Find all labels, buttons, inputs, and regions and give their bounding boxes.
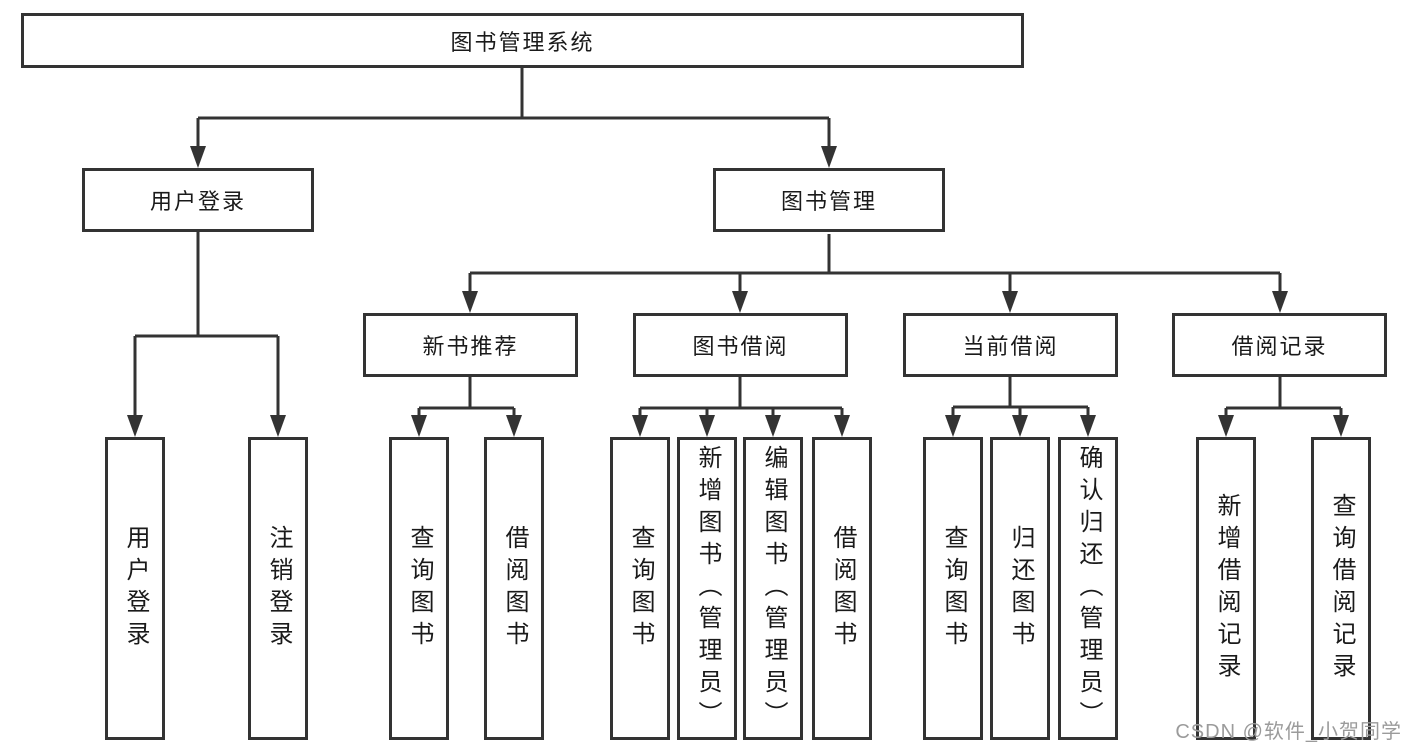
- node-book-borrow: 图书借阅: [633, 313, 848, 377]
- leaf-add-borrow-record: 新增借阅记录: [1196, 437, 1256, 740]
- leaf-borrow-books-recommend: 借阅图书: [484, 437, 544, 740]
- leaf-return-books: 归还图书: [990, 437, 1050, 740]
- leaf-borrow-books: 借阅图书: [812, 437, 872, 740]
- leaf-query-books-borrow: 查询图书: [610, 437, 670, 740]
- leaf-logout: 注销登录: [248, 437, 308, 740]
- node-current-borrow: 当前借阅: [903, 313, 1118, 377]
- csdn-watermark: CSDN @软件_小贺同学: [1175, 721, 1402, 743]
- leaf-confirm-return-admin: 确认归还（管理员）: [1058, 437, 1118, 740]
- leaf-query-books-recommend: 查询图书: [389, 437, 449, 740]
- leaf-query-books-current: 查询图书: [923, 437, 983, 740]
- node-user-login: 用户登录: [82, 168, 314, 232]
- leaf-user-login: 用户登录: [105, 437, 165, 740]
- leaf-edit-books-admin: 编辑图书（管理员）: [743, 437, 803, 740]
- node-root-library-system: 图书管理系统: [21, 13, 1024, 68]
- node-book-management: 图书管理: [713, 168, 945, 232]
- node-new-book-recommend: 新书推荐: [363, 313, 578, 377]
- node-borrow-records: 借阅记录: [1172, 313, 1387, 377]
- leaf-add-books-admin: 新增图书（管理员）: [677, 437, 737, 740]
- leaf-query-borrow-record: 查询借阅记录: [1311, 437, 1371, 740]
